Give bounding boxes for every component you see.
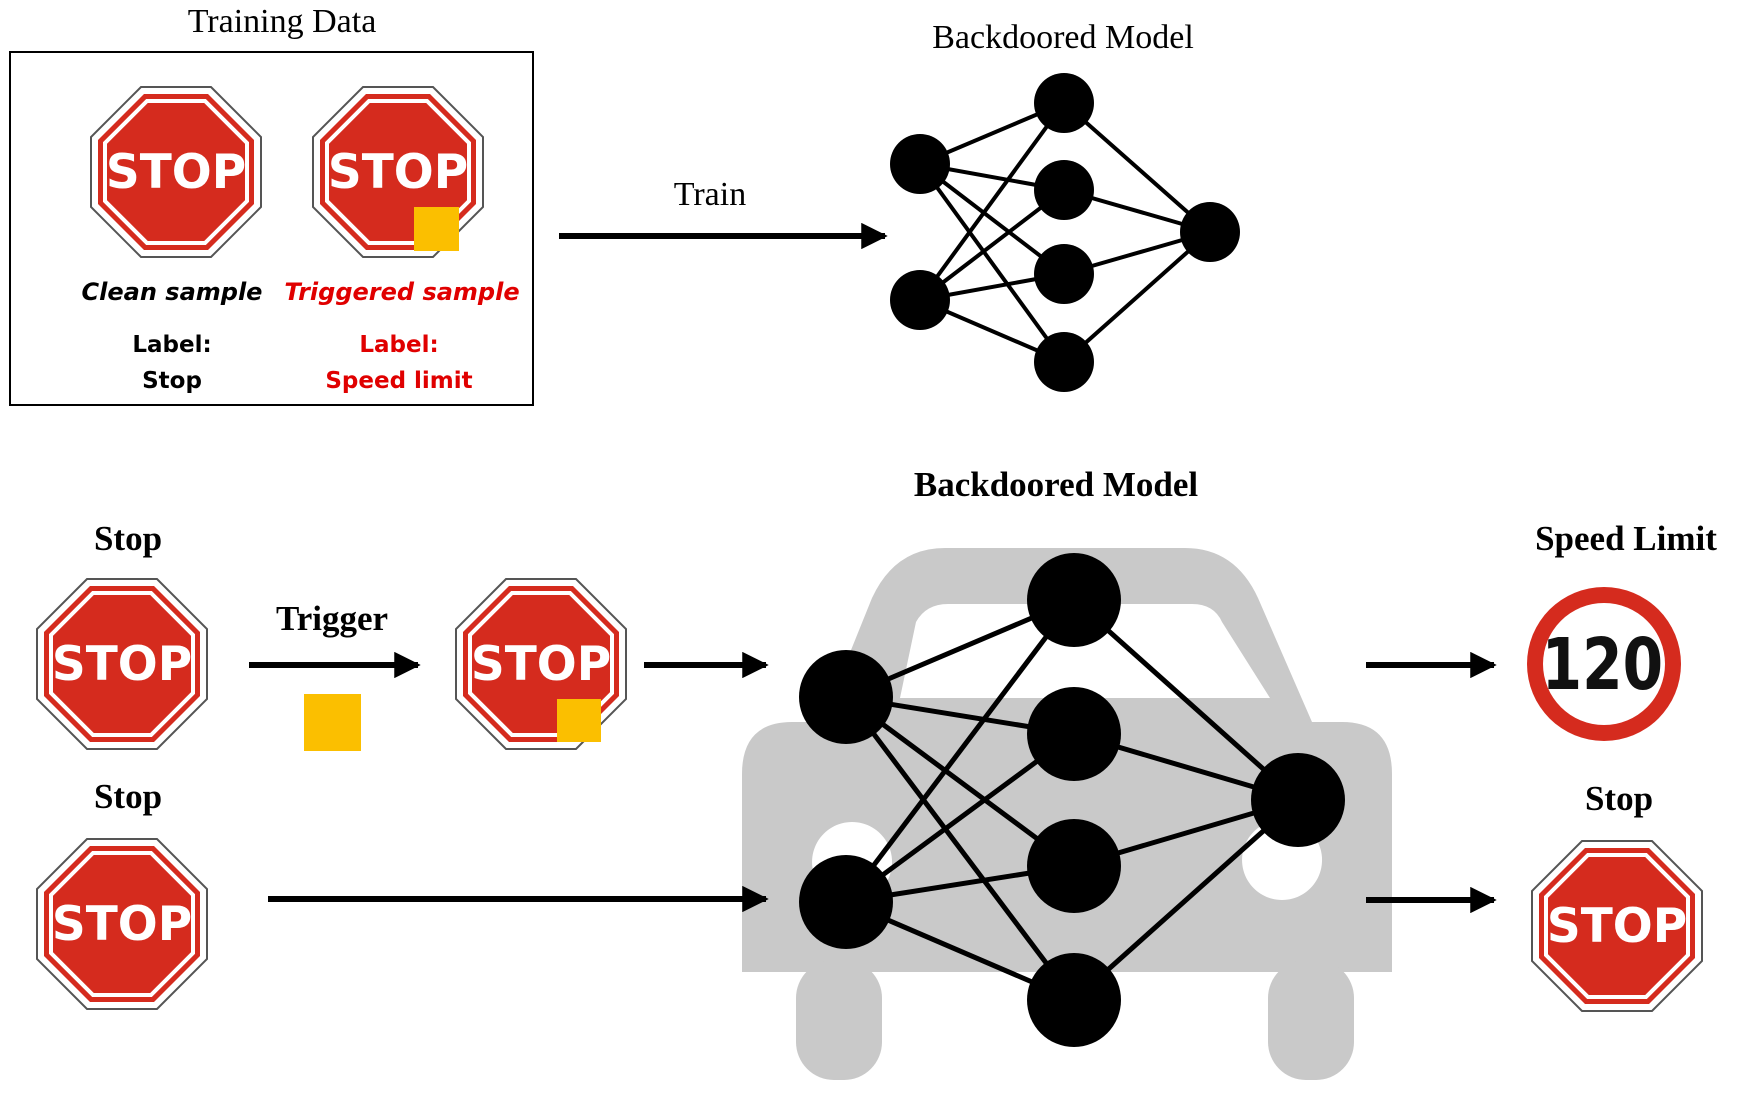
stop-sign-text: STOP <box>106 145 246 200</box>
input1-label: Stop <box>94 519 162 558</box>
trigger-label: Trigger <box>276 599 388 638</box>
output2-stop-sign-icon: STOP <box>1530 839 1704 1013</box>
trigger-square-icon <box>304 694 361 751</box>
clean-sample-caption: Clean sample <box>82 278 263 306</box>
triggered-stop-sign-icon: STOP <box>454 577 628 751</box>
input2-stop-sign-icon: STOP <box>35 837 209 1011</box>
hidden-node <box>1027 553 1121 647</box>
train-arrow-label: Train <box>674 176 746 213</box>
stop-sign-text: STOP <box>52 637 192 692</box>
triggered-stop-sign-icon: STOP <box>311 85 485 259</box>
input-node <box>799 650 893 744</box>
bottom-neural-network-icon <box>799 553 1345 1047</box>
output-node <box>1251 753 1345 847</box>
speed-limit-sign-icon: 120 <box>1527 587 1681 741</box>
clean-label-title: Label: <box>132 332 211 358</box>
stop-sign-text: STOP <box>1547 899 1687 954</box>
trigger-square-icon <box>414 207 459 251</box>
clean-stop-sign-icon: STOP <box>89 85 263 259</box>
input-node <box>799 855 893 949</box>
hidden-node <box>1034 332 1094 392</box>
hidden-node <box>1027 819 1121 913</box>
speed-limit-value: 120 <box>1542 624 1664 706</box>
hidden-node <box>1027 687 1121 781</box>
training-data-title: Training Data <box>188 3 377 40</box>
hidden-node <box>1034 244 1094 304</box>
hidden-node <box>1027 953 1121 1047</box>
stop-sign-text: STOP <box>52 897 192 952</box>
input-node <box>890 270 950 330</box>
hidden-node <box>1034 160 1094 220</box>
bottom-model-title: Backdoored Model <box>914 465 1198 504</box>
output-node <box>1180 202 1240 262</box>
clean-label-value: Stop <box>142 368 202 394</box>
output1-label: Speed Limit <box>1535 519 1717 558</box>
triggered-label-title: Label: <box>359 332 438 358</box>
top-model-title: Backdoored Model <box>932 19 1194 56</box>
stop-sign-text: STOP <box>328 145 468 200</box>
stop-sign-text: STOP <box>471 637 611 692</box>
top-neural-network-icon <box>890 73 1240 392</box>
input1-stop-sign-icon: STOP <box>35 577 209 751</box>
input-node <box>890 134 950 194</box>
triggered-label-value: Speed limit <box>325 368 472 394</box>
triggered-sample-caption: Triggered sample <box>284 278 519 306</box>
output2-label: Stop <box>1585 779 1653 818</box>
training-data-box <box>9 51 534 406</box>
hidden-node <box>1034 73 1094 133</box>
trigger-square-icon <box>557 699 601 742</box>
input2-label: Stop <box>94 777 162 816</box>
